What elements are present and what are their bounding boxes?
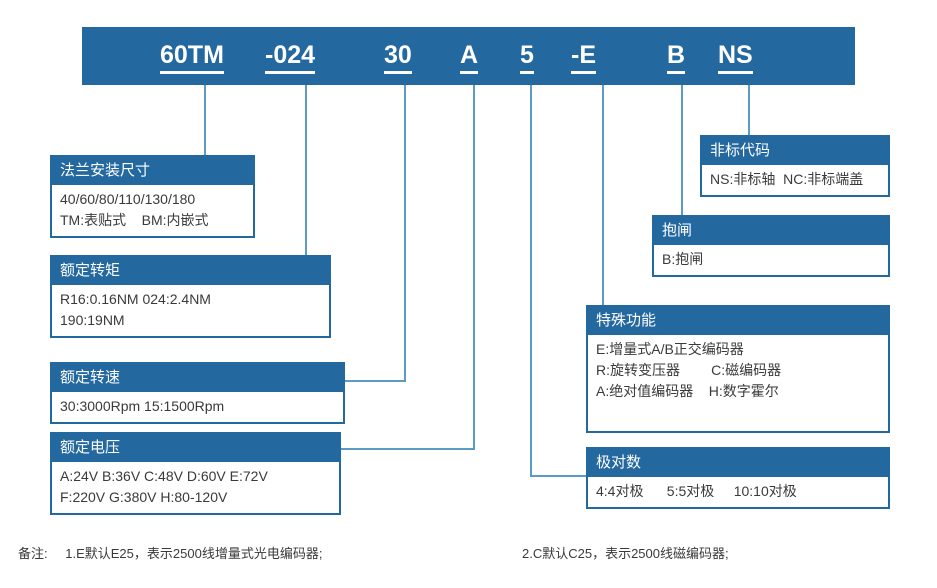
callout-line: TM:表贴式 BM:内嵌式 [60, 212, 209, 229]
callout-title-flange: 法兰安装尺寸 [52, 157, 253, 186]
callout-line: A:绝对值编码器 H:数字霍尔 [596, 383, 779, 400]
callout-box-pole-pairs: 极对数 4:4对极 5:5对极 10:10对极 [586, 447, 890, 510]
code-segment-flange[interactable]: 60TM [160, 43, 224, 74]
connector-voltage-vertical [473, 85, 475, 450]
callout-title-speed: 额定转速 [52, 364, 343, 393]
callout-title-brake: 抱闸 [654, 217, 888, 246]
callout-line: B:抱闸 [662, 251, 704, 268]
callout-line: E:增量式A/B正交编码器 [596, 341, 744, 358]
connector-speed-horizontal [345, 380, 406, 382]
callout-title-pole-pairs: 极对数 [588, 449, 888, 478]
callout-box-special-function: 特殊功能 E:增量式A/B正交编码器 R:旋转变压器 C:磁编码器 A:绝对值编… [586, 305, 890, 433]
callout-body-speed: 30:3000Rpm 15:1500Rpm [52, 392, 343, 423]
connector-brake-vertical [681, 85, 683, 215]
callout-box-nonstandard: 非标代码 NS:非标轴 NC:非标端盖 [700, 135, 890, 198]
model-code-banner [82, 27, 855, 85]
callout-line: F:220V G:380V H:80-120V [60, 489, 228, 506]
model-code-row: 60TM -024 30 A 5 -E B NS [82, 27, 855, 85]
code-segment-speed[interactable]: 30 [384, 43, 412, 74]
callout-body-pole-pairs: 4:4对极 5:5对极 10:10对极 [588, 477, 888, 508]
callout-title-torque: 额定转矩 [52, 257, 329, 286]
connector-torque-vertical [305, 85, 307, 255]
code-segment-nonstandard[interactable]: NS [718, 43, 753, 74]
callout-box-flange: 法兰安装尺寸 40/60/80/110/130/180 TM:表贴式 BM:内嵌… [50, 155, 255, 239]
footer-note-2: 2.C默认C25，表示2500线磁编码器; [522, 546, 729, 561]
connector-flange-vertical [204, 85, 206, 155]
code-segment-brake[interactable]: B [667, 43, 686, 74]
code-segment-special-function[interactable]: -E [571, 43, 596, 74]
callout-title-special-function: 特殊功能 [588, 307, 888, 336]
callout-line: NS:非标轴 NC:非标端盖 [710, 171, 864, 188]
connector-pole-pairs-vertical [530, 85, 532, 477]
callout-line: 4:4对极 5:5对极 10:10对极 [596, 483, 797, 500]
connector-voltage-horizontal [341, 448, 475, 450]
callout-line: R16:0.16NM 024:2.4NM [60, 291, 211, 308]
connector-pole-pairs-horizontal [530, 475, 586, 477]
code-segment-pole-pairs[interactable]: 5 [520, 43, 534, 74]
callout-line: 30:3000Rpm 15:1500Rpm [60, 398, 225, 415]
callout-line: R:旋转变压器 C:磁编码器 [596, 362, 782, 379]
callout-line: 190:19NM [60, 312, 125, 329]
callout-body-flange: 40/60/80/110/130/180 TM:表贴式 BM:内嵌式 [52, 185, 253, 237]
callout-line: 40/60/80/110/130/180 [60, 191, 196, 208]
callout-title-voltage: 额定电压 [52, 434, 339, 463]
code-segment-torque[interactable]: -024 [265, 43, 316, 74]
callout-box-voltage: 额定电压 A:24V B:36V C:48V D:60V E:72V F:220… [50, 432, 341, 516]
footer-notes: 备注: 1.E默认E25，表示2500线增量式光电编码器; 2.C默认C25，表… [18, 543, 918, 562]
callout-body-voltage: A:24V B:36V C:48V D:60V E:72V F:220V G:3… [52, 462, 339, 514]
callout-title-nonstandard: 非标代码 [702, 137, 888, 166]
callout-body-nonstandard: NS:非标轴 NC:非标端盖 [702, 165, 888, 196]
footer-label: 备注: [18, 546, 48, 561]
connector-special-function-vertical [602, 85, 604, 305]
callout-body-special-function: E:增量式A/B正交编码器 R:旋转变压器 C:磁编码器 A:绝对值编码器 H:… [588, 335, 888, 408]
callout-body-brake: B:抱闸 [654, 245, 888, 276]
callout-box-brake: 抱闸 B:抱闸 [652, 215, 890, 278]
callout-line: A:24V B:36V C:48V D:60V E:72V [60, 468, 268, 485]
callout-box-torque: 额定转矩 R16:0.16NM 024:2.4NM 190:19NM [50, 255, 331, 339]
connector-speed-vertical [404, 85, 406, 382]
footer-note-1: 1.E默认E25，表示2500线增量式光电编码器; [65, 546, 323, 561]
connector-nonstandard-vertical [748, 85, 750, 135]
callout-body-torque: R16:0.16NM 024:2.4NM 190:19NM [52, 285, 329, 337]
callout-box-speed: 额定转速 30:3000Rpm 15:1500Rpm [50, 362, 345, 425]
code-segment-voltage[interactable]: A [460, 43, 479, 74]
